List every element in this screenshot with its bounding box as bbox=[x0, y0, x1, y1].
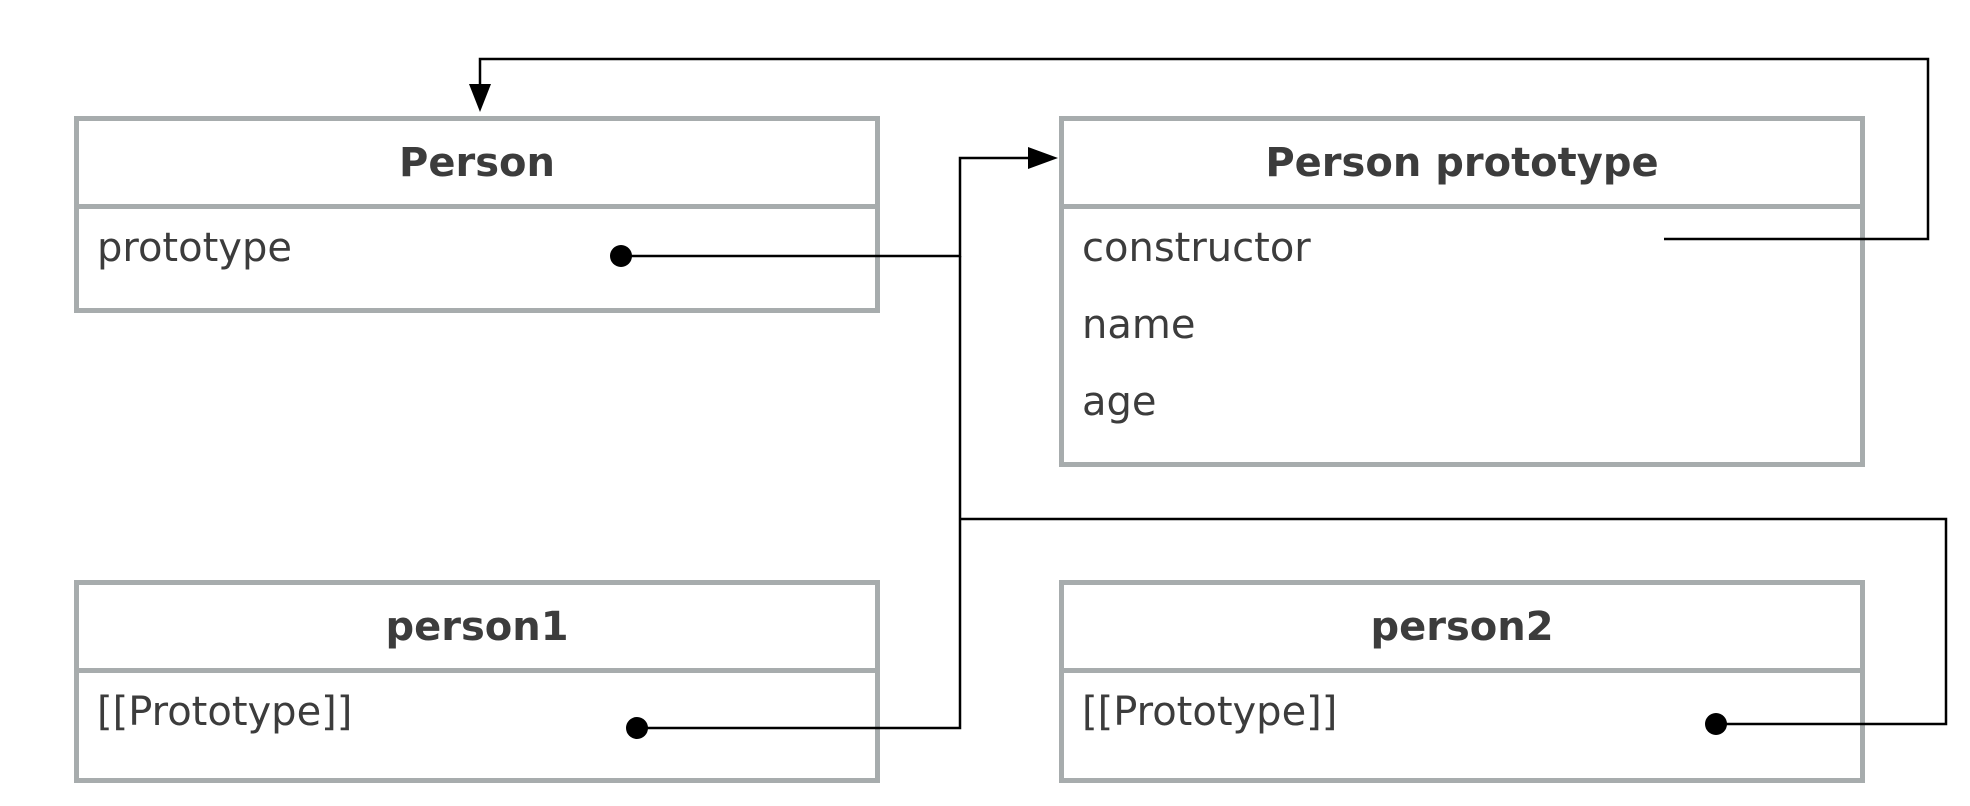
person1-field-prototype: [[Prototype]] bbox=[97, 688, 353, 735]
connector-person1-prototype bbox=[637, 256, 962, 730]
connector-person-prototype bbox=[621, 156, 1036, 258]
person-prototype-field-name: name bbox=[1082, 301, 1196, 348]
person-box-title: Person bbox=[79, 121, 875, 209]
person1-box: person1 [[Prototype]] bbox=[74, 580, 880, 783]
person2-box-title: person2 bbox=[1064, 585, 1860, 673]
arrowhead-to-person-prototype bbox=[1028, 147, 1058, 169]
person-prototype-field-age: age bbox=[1082, 378, 1157, 425]
person-box: Person prototype bbox=[74, 116, 880, 313]
connector-person2-prototype bbox=[960, 517, 1948, 726]
person-prototype-box: Person prototype constructor name age bbox=[1059, 116, 1865, 467]
person-prototype-box-title: Person prototype bbox=[1064, 121, 1860, 209]
person2-field-prototype: [[Prototype]] bbox=[1082, 688, 1338, 735]
person2-box: person2 [[Prototype]] bbox=[1059, 580, 1865, 783]
arrowhead-to-person bbox=[469, 84, 491, 112]
person1-box-title: person1 bbox=[79, 585, 875, 673]
person-field-prototype: prototype bbox=[97, 224, 292, 271]
person-prototype-field-constructor: constructor bbox=[1082, 224, 1311, 271]
connector-constructor-to-person bbox=[478, 57, 1930, 241]
